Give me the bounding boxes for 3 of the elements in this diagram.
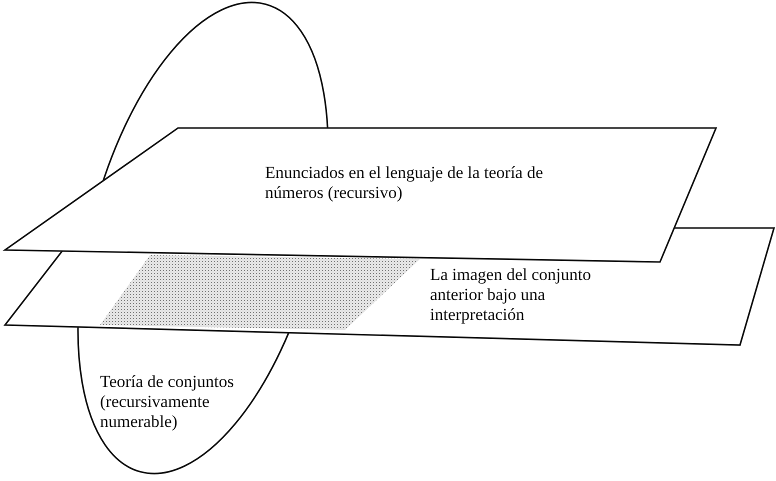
plane-label: La imagen del conjunto anterior bajo una interpretación (430, 265, 592, 325)
plane-label: Enunciados en el lenguaje de la teoría de números (recursivo) (265, 163, 544, 203)
ellipse-label: Teoría de conjuntos (recursivamente numerable) (100, 372, 235, 432)
